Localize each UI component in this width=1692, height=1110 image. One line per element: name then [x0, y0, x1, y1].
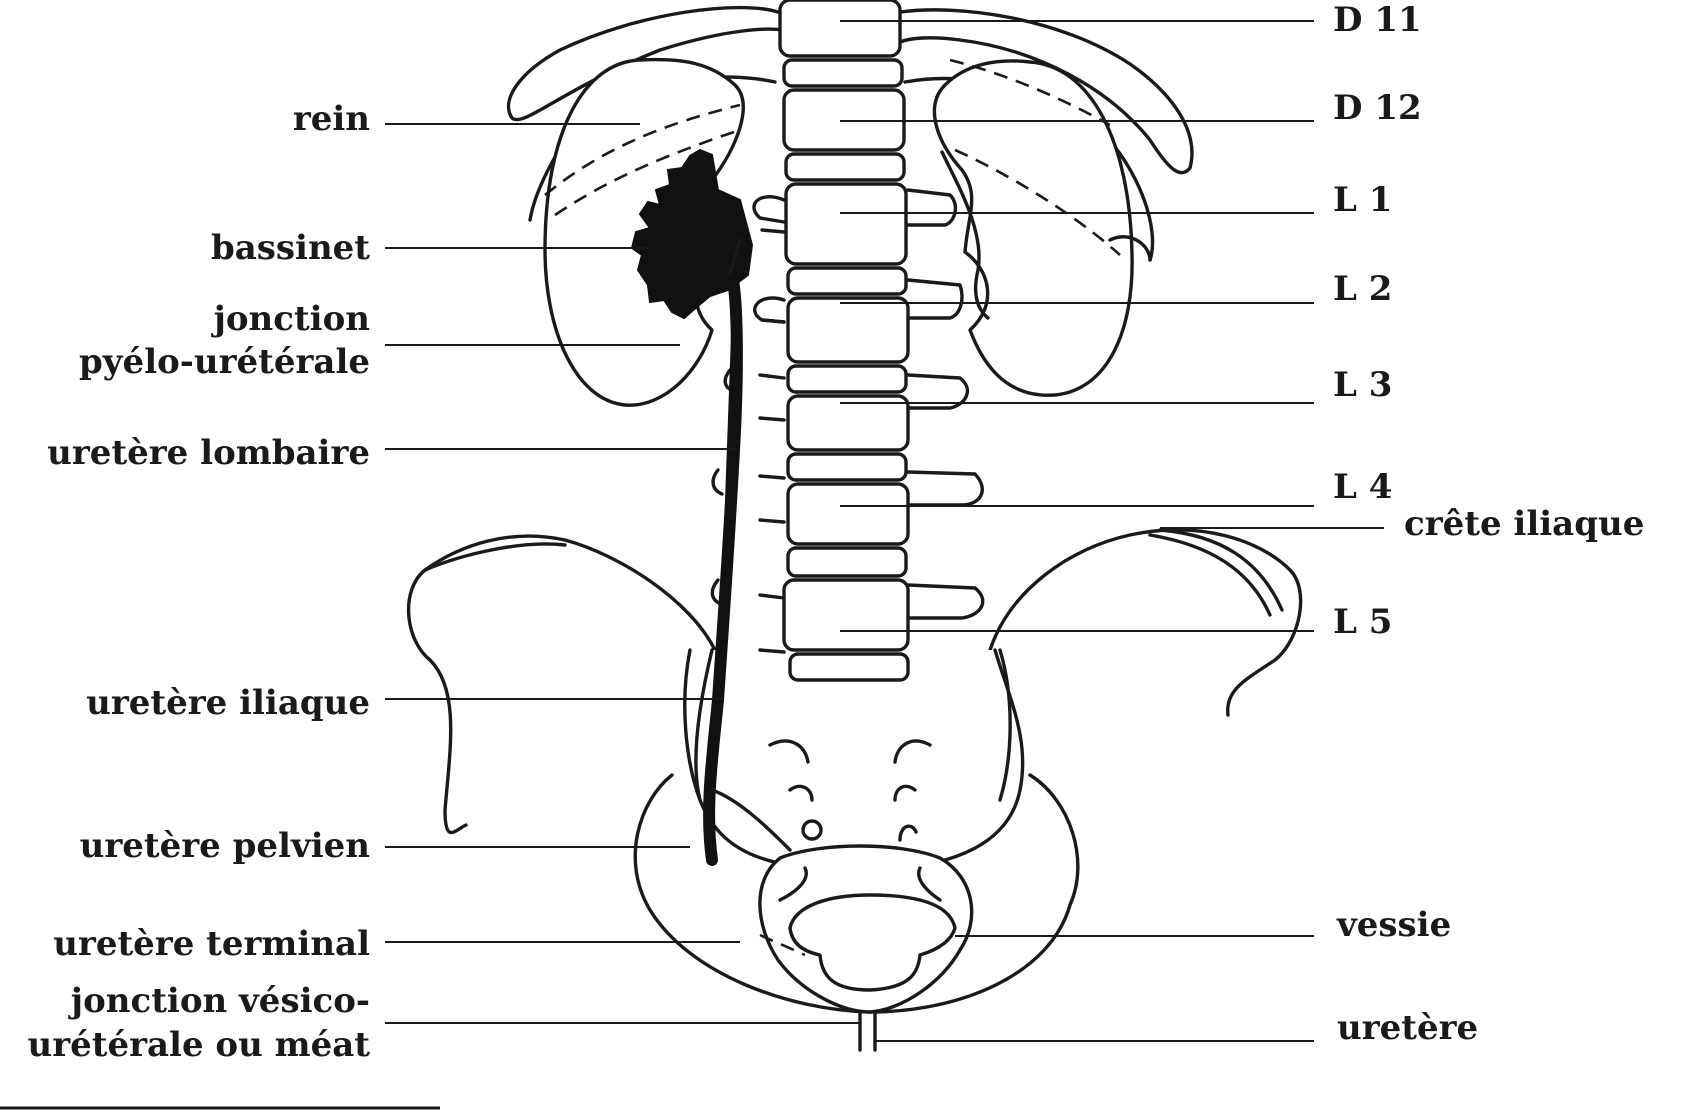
- label-jonction-vesico-line2: urétérale ou méat: [27, 1025, 370, 1065]
- label-uretere-terminal: uretère terminal: [53, 924, 370, 964]
- label-l2: L 2: [1333, 269, 1392, 309]
- label-d12: D 12: [1333, 88, 1422, 128]
- label-d11: D 11: [1333, 0, 1422, 40]
- label-bassinet: bassinet: [211, 228, 370, 268]
- label-jonction-vesico-line1: jonction vésico-: [68, 981, 370, 1021]
- left-kidney-of-patient: [932, 59, 1134, 397]
- label-l4: L 4: [1333, 467, 1392, 507]
- left-iliac-wing: [988, 528, 1303, 717]
- label-uretere: uretère: [1337, 1008, 1478, 1048]
- label-l1: L 1: [1333, 180, 1392, 220]
- label-vessie: vessie: [1336, 905, 1451, 945]
- label-rein: rein: [293, 99, 370, 139]
- anatomy-drawing: [406, 0, 1303, 1052]
- sacrum: [694, 648, 1025, 872]
- labels-right: D 11 D 12 L 1 L 2 L 3 L 4 crête iliaque …: [1333, 0, 1644, 1048]
- label-jonction-pyelo-line2: pyélo-urétérale: [79, 342, 370, 382]
- renal-pelvis-and-ureter: [630, 148, 792, 866]
- bladder: [758, 844, 974, 1052]
- ureter-path: [703, 274, 743, 866]
- bladder-outline: [758, 844, 974, 1014]
- label-crete-iliaque: crête iliaque: [1404, 504, 1644, 544]
- label-uretere-lombaire: uretère lombaire: [47, 433, 370, 473]
- labels-left: rein bassinet jonction pyélo-urétérale u…: [27, 99, 370, 1065]
- label-uretere-iliaque: uretère iliaque: [86, 683, 370, 723]
- label-l5: L 5: [1333, 602, 1392, 642]
- renal-pelvis-shape: [630, 148, 754, 320]
- label-l3: L 3: [1333, 365, 1392, 405]
- right-iliac-wing: [406, 534, 717, 835]
- pelvis: [406, 528, 1303, 1014]
- leader-lines: [385, 20, 1384, 1042]
- label-jonction-pyelo-line1: jonction: [211, 299, 370, 339]
- label-uretere-pelvien: uretère pelvien: [80, 826, 370, 866]
